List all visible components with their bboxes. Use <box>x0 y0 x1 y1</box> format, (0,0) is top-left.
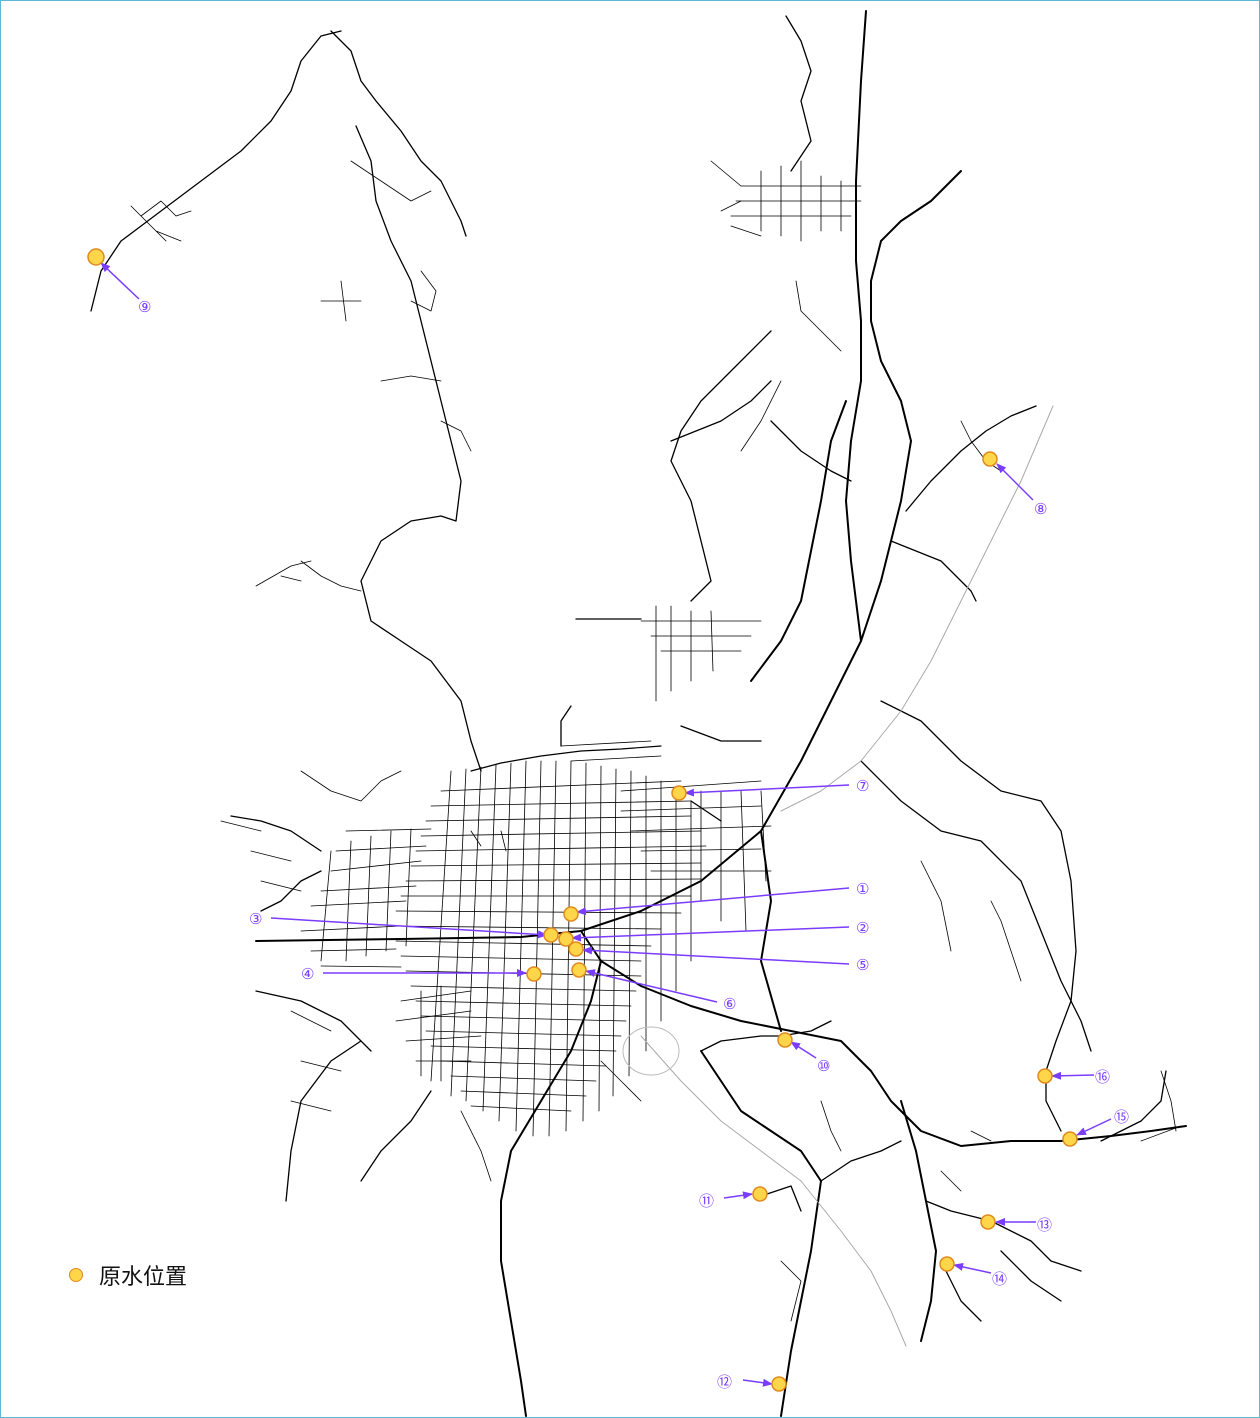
road-network <box>90 10 1187 1417</box>
map-legend: 原水位置 <box>69 1259 187 1291</box>
point-label-7: ⑦ <box>856 777 869 795</box>
point-label-2: ② <box>856 919 869 937</box>
water-source-marker-6[interactable] <box>571 962 587 978</box>
water-source-marker-14[interactable] <box>939 1256 955 1272</box>
water-source-marker-2[interactable] <box>558 931 574 947</box>
point-label-13: ⑬ <box>1037 1216 1052 1234</box>
point-label-8: ⑧ <box>1034 500 1047 518</box>
marker-circle-icon <box>69 1268 83 1282</box>
water-source-marker-1[interactable] <box>563 906 579 922</box>
point-label-6: ⑥ <box>723 995 736 1013</box>
water-source-marker-11[interactable] <box>752 1186 768 1202</box>
water-source-marker-7[interactable] <box>671 785 687 801</box>
water-source-marker-3[interactable] <box>543 927 559 943</box>
water-source-marker-13[interactable] <box>980 1214 996 1230</box>
point-labels: ① ② ③ ④ ⑤ ⑥ ⑦ ⑧ ⑨ ⑩ ⑪ ⑫ ⑬ ⑭ ⑮ ⑯ <box>138 298 1129 1391</box>
legend-label: 原水位置 <box>99 1265 188 1290</box>
water-source-marker-12[interactable] <box>771 1376 787 1392</box>
point-label-11: ⑪ <box>699 1192 714 1210</box>
water-source-marker-15[interactable] <box>1062 1131 1078 1147</box>
point-label-16: ⑯ <box>1095 1068 1110 1086</box>
water-source-markers <box>87 248 1078 1392</box>
point-label-14: ⑭ <box>992 1270 1007 1288</box>
water-source-marker-10[interactable] <box>777 1032 793 1048</box>
secondary-roads <box>90 15 1167 1322</box>
point-label-1: ① <box>856 880 869 898</box>
water-source-marker-4[interactable] <box>526 966 542 982</box>
point-label-4: ④ <box>301 965 314 983</box>
coastline <box>470 745 662 772</box>
callout-arrows <box>100 262 1112 1387</box>
point-label-12: ⑫ <box>717 1373 732 1391</box>
major-roads <box>255 10 1187 1417</box>
point-label-15: ⑮ <box>1114 1108 1129 1126</box>
minor-roads <box>130 160 1182 1322</box>
point-label-10: ⑩ <box>817 1057 830 1075</box>
water-source-marker-8[interactable] <box>982 451 998 467</box>
rail-line <box>622 405 1054 1347</box>
point-label-9: ⑨ <box>138 298 151 316</box>
water-source-marker-16[interactable] <box>1037 1068 1053 1084</box>
water-source-marker-9[interactable] <box>87 248 105 266</box>
point-label-3: ③ <box>249 910 262 928</box>
water-source-marker-5[interactable] <box>568 941 584 957</box>
point-label-5: ⑤ <box>856 956 869 974</box>
city-grid <box>300 160 862 1137</box>
